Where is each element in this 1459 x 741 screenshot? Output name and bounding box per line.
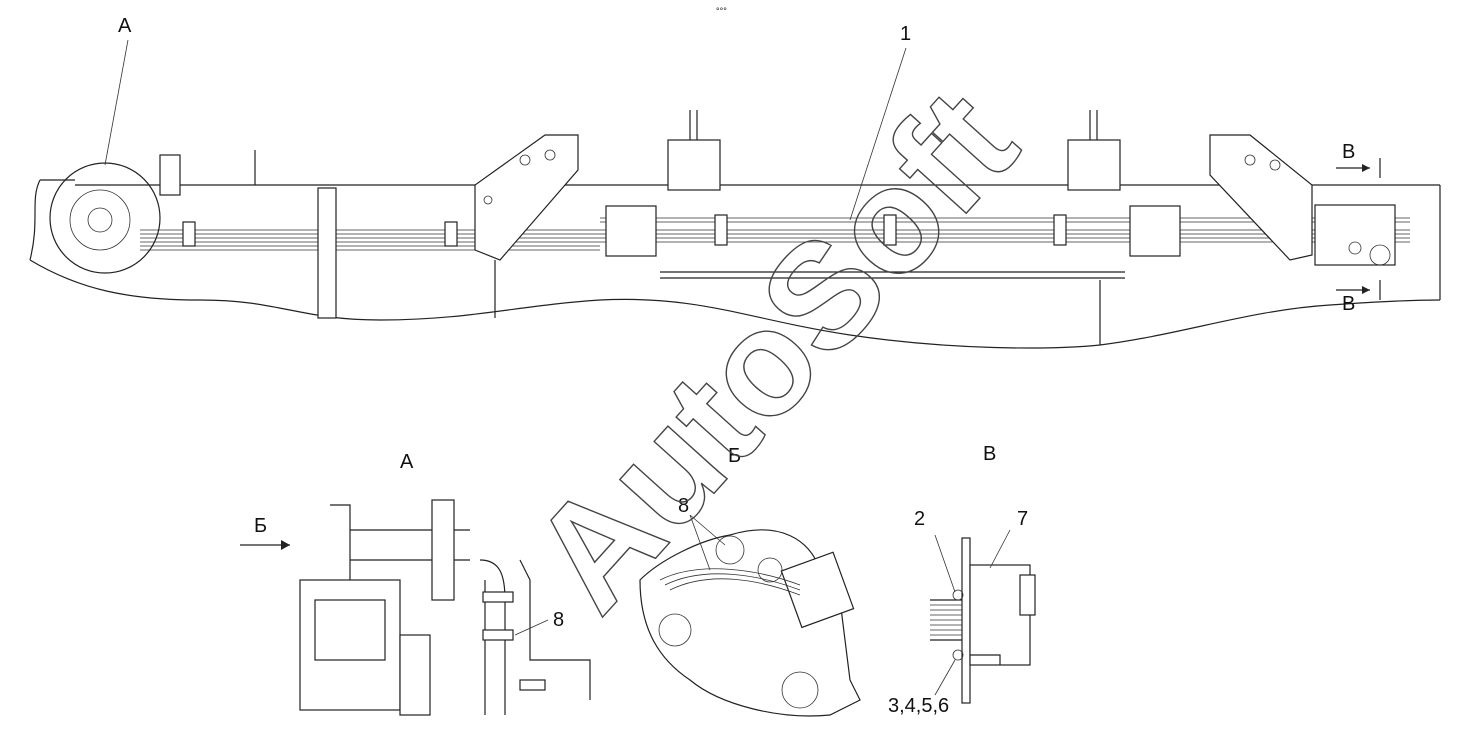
detail-a-title: А [400, 451, 414, 473]
section-v [930, 529, 1036, 704]
section-v-title: В [983, 443, 996, 465]
parts-3-6-label: 3,4,5,6 [888, 695, 949, 717]
detail-a-part-8-label: 8 [553, 609, 564, 631]
view-b [639, 514, 861, 717]
main-beam-view [29, 39, 1441, 349]
section-v-top-label: В [1342, 141, 1355, 163]
harness-clamps [182, 214, 1067, 247]
view-b-arrow-label: Б [254, 515, 267, 537]
part-2-label: 2 [914, 508, 925, 530]
part-1-label: 1 [900, 23, 911, 45]
view-b-title: Б [728, 445, 741, 467]
section-v-bottom-label: В [1342, 293, 1355, 315]
part-7-label: 7 [1017, 508, 1028, 530]
view-b-part-8-label: 8 [678, 495, 689, 517]
top-mark: °°° [716, 6, 727, 16]
callout-a-label: А [118, 15, 132, 37]
detail-a-callout-circle [49, 162, 161, 274]
detail-a-view [240, 499, 591, 716]
